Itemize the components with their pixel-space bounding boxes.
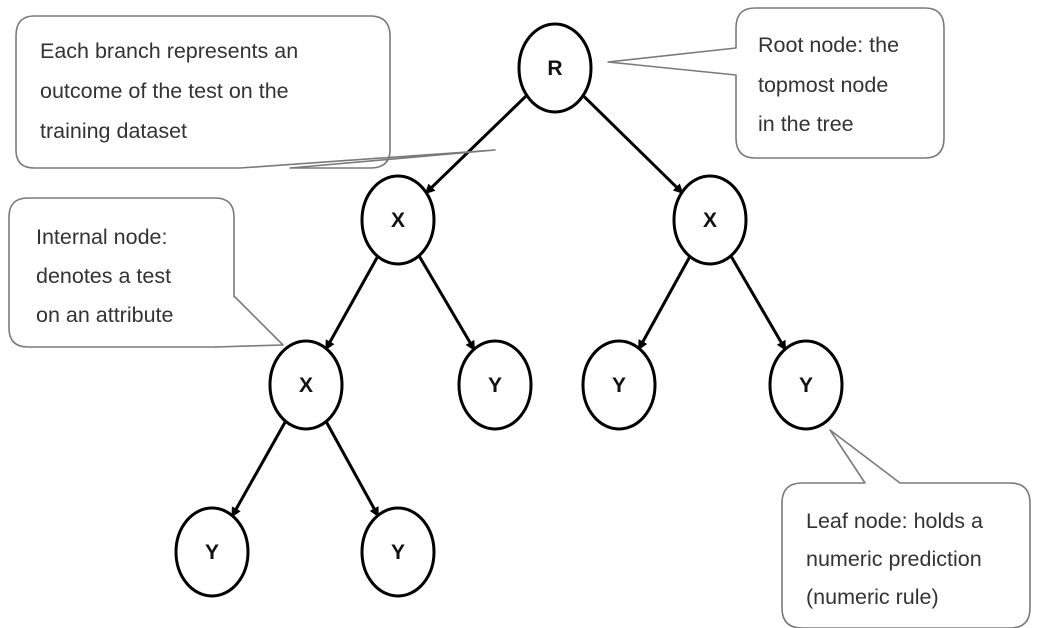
tree-edge-x2-y3 (729, 255, 787, 351)
tree-node-leaf-5: Y (360, 506, 436, 598)
callout-internal: Internal node: denotes a test on an attr… (8, 197, 284, 348)
node-label: Y (799, 374, 813, 397)
callout-leaf-line-2: numeric prediction (806, 547, 982, 571)
callout-root-line-3: in the tree (758, 112, 854, 136)
tree-edge-x1-y1 (417, 254, 476, 351)
tree-edge-x2-y2 (637, 255, 692, 351)
node-label: Y (612, 374, 626, 397)
callout-root-line-2: topmost node (758, 73, 888, 97)
tree-node-internal-right: X (672, 174, 748, 266)
callout-root-line-1: Root node: the (758, 33, 899, 57)
callout-branch-line-3: training dataset (40, 119, 187, 143)
tree-node-leaf-1: Y (457, 339, 533, 431)
callout-branch: Each branch represents an outcome of the… (15, 15, 496, 169)
tree-node-root: R (517, 22, 593, 114)
node-label: Y (391, 541, 405, 564)
edges-layer (231, 94, 787, 518)
tree-edge-x3-y4 (231, 420, 287, 518)
tree-edge-r-x1 (424, 94, 528, 195)
callout-internal-line-1: Internal node: (36, 225, 168, 249)
tree-edge-r-x2 (582, 94, 684, 194)
tree-node-internal-lower: X (268, 339, 344, 431)
node-label: X (703, 209, 717, 232)
tree-edge-x3-y5 (324, 420, 380, 518)
tree-node-leaf-3: Y (768, 339, 844, 431)
tree-edge-x1-x3 (324, 255, 380, 351)
node-label: X (299, 374, 313, 397)
callout-leaf: Leaf node: holds a numeric prediction (n… (781, 429, 1031, 628)
node-label: Y (205, 541, 219, 564)
callout-internal-line-2: denotes a test (36, 264, 171, 288)
node-label: X (391, 209, 405, 232)
node-label: Y (488, 374, 502, 397)
callout-root: Root node: the topmost node in the tree (607, 7, 945, 159)
tree-node-leaf-4: Y (174, 506, 250, 598)
callout-leaf-line-1: Leaf node: holds a (806, 509, 983, 533)
tree-node-leaf-2: Y (581, 339, 657, 431)
callout-leaf-line-3: (numeric rule) (806, 585, 939, 609)
callout-internal-line-3: on an attribute (36, 303, 173, 327)
tree-node-internal-left: X (360, 174, 436, 266)
callout-branch-line-1: Each branch represents an (40, 39, 298, 63)
callout-branch-line-2: outcome of the test on the (40, 79, 289, 103)
node-label: R (547, 57, 562, 80)
